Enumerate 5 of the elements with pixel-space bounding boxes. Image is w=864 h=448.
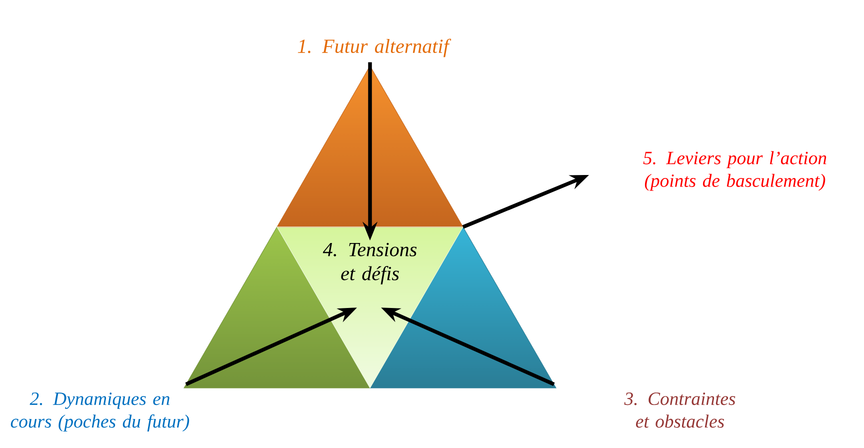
node-label: 1. Futur alternatif	[298, 38, 452, 58]
triangle-segment: 1. Futur alternatif	[276, 38, 464, 228]
node-label: 3. Contraintes et obstacles	[624, 392, 736, 428]
node-label: 2. Dynamiques en cours (poches du futur)	[10, 392, 190, 432]
text-label: 5. Leviers pour l’action (points de basculement)	[643, 151, 826, 191]
